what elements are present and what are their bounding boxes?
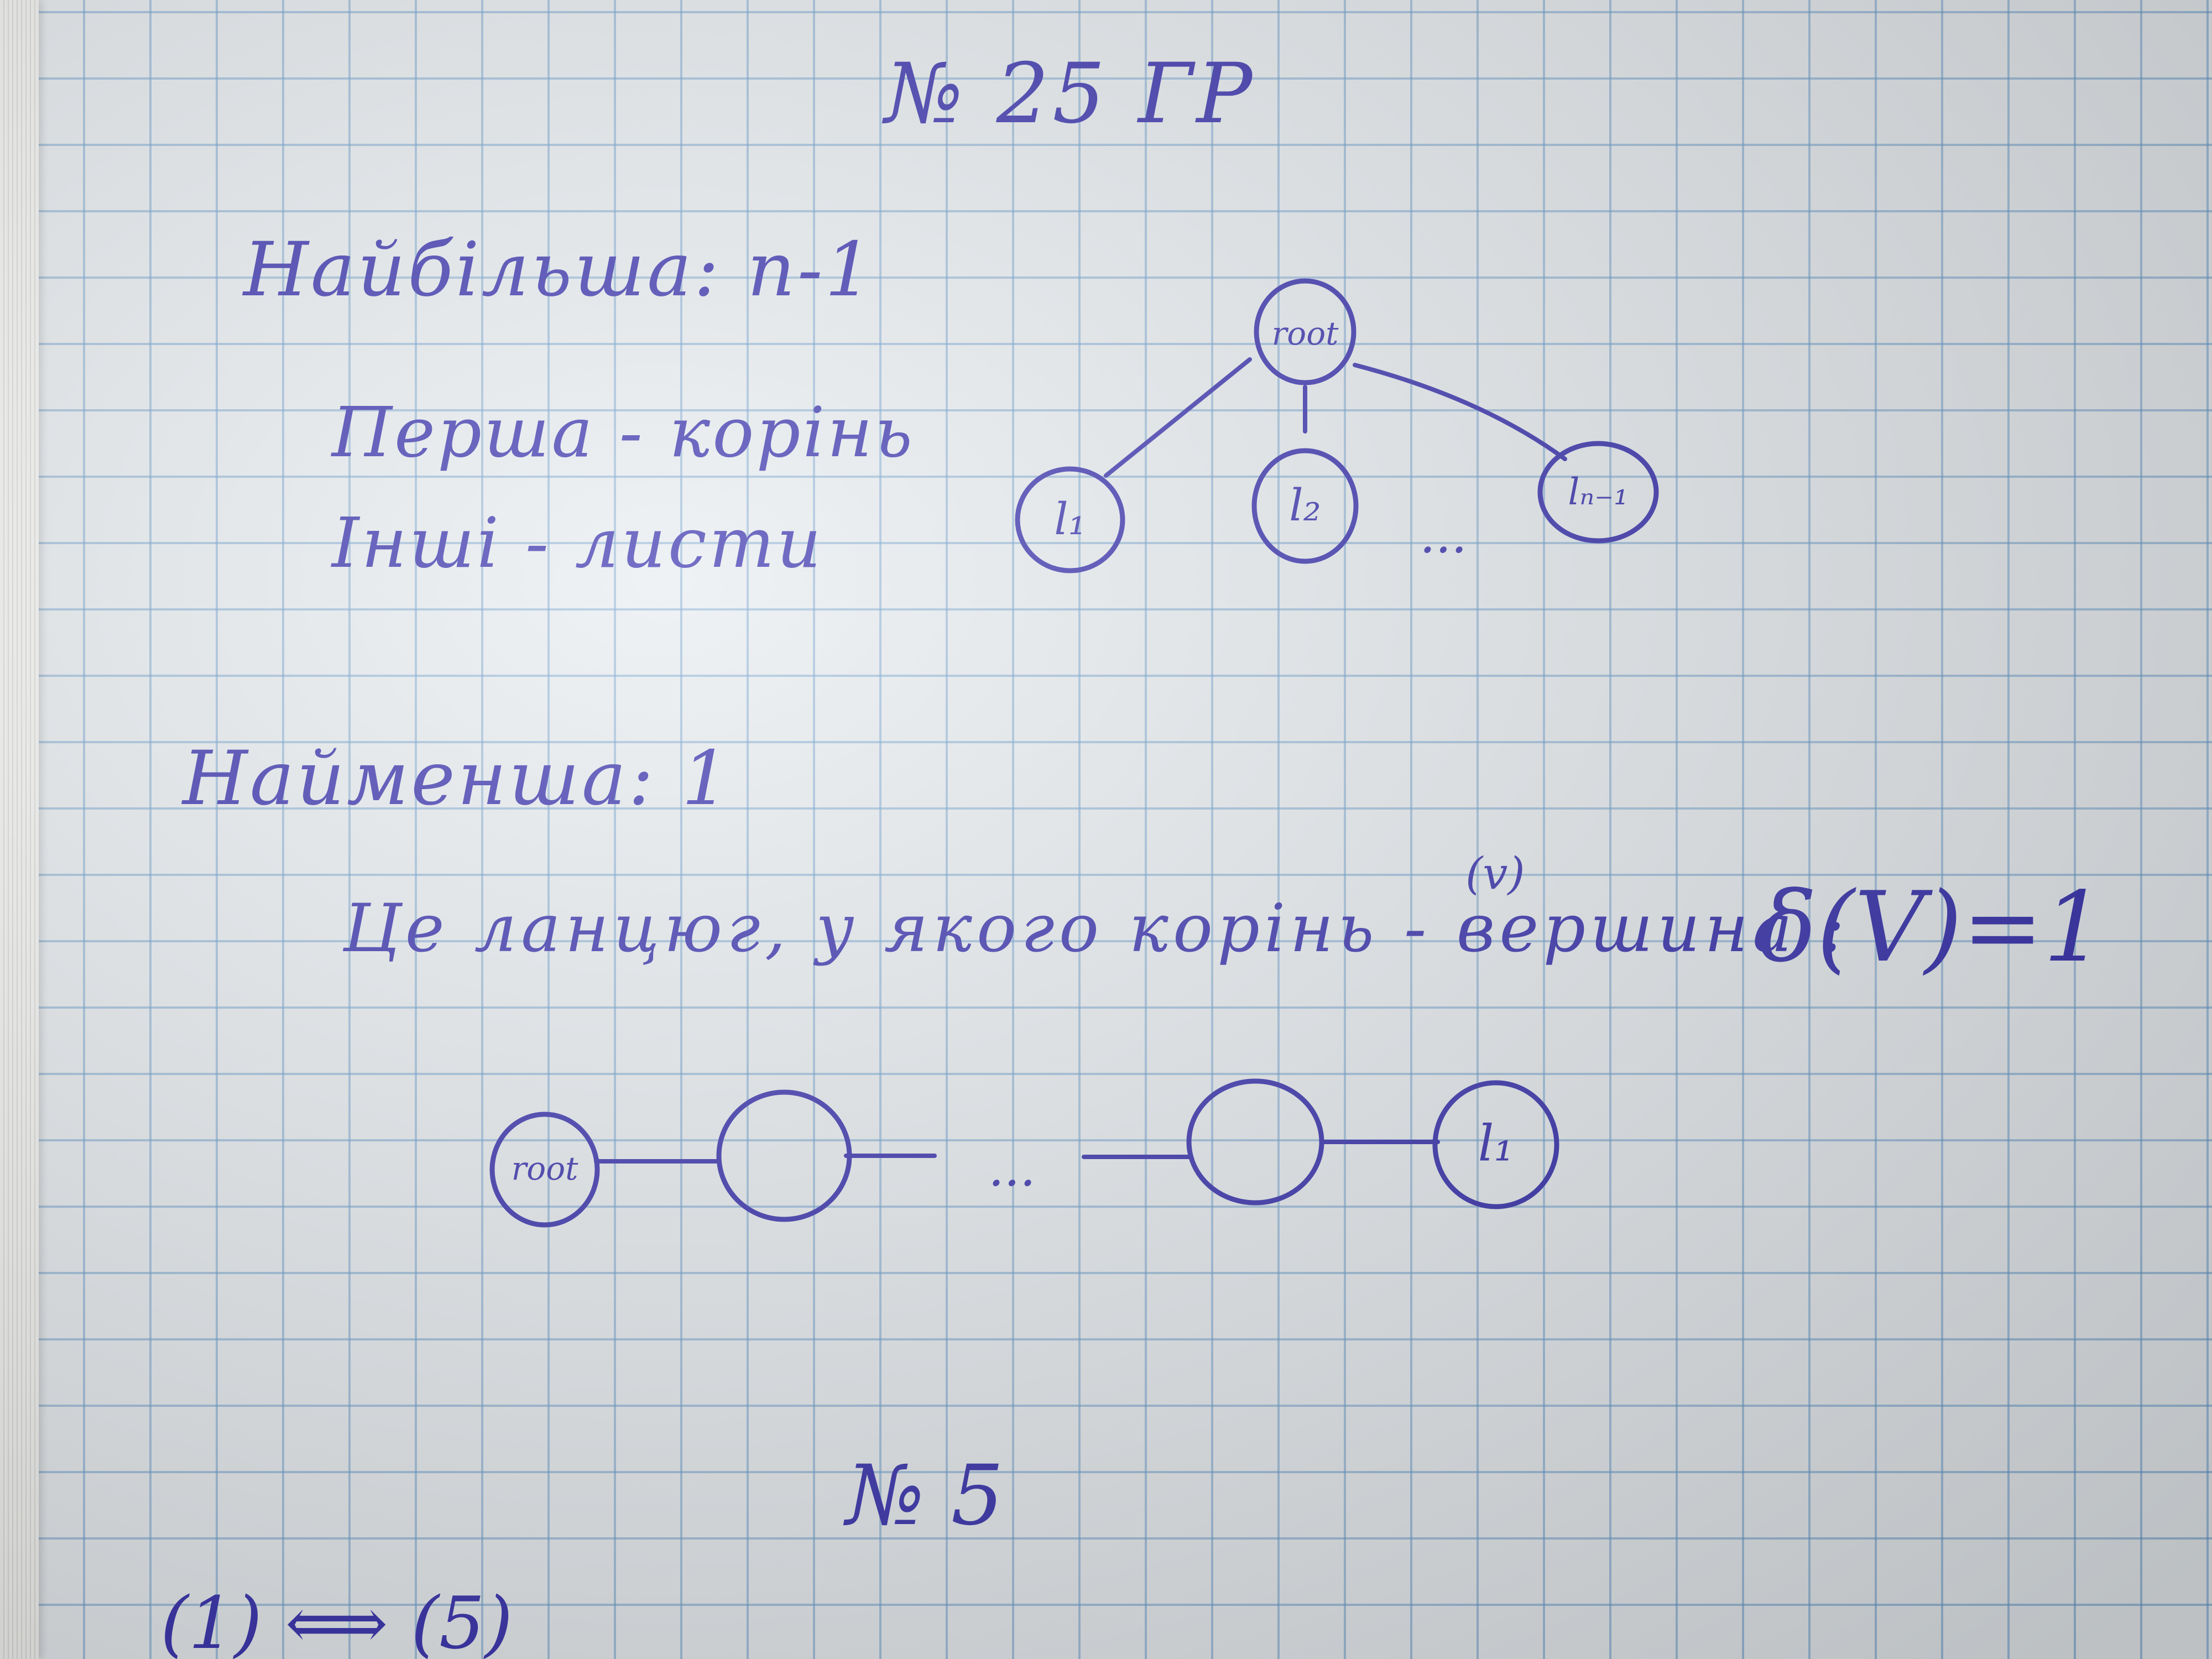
other-vertices-note: Інші - листи bbox=[332, 503, 823, 583]
chain-diagram: root ... l₁ bbox=[489, 1078, 1559, 1228]
star-root-node bbox=[1254, 278, 1357, 385]
degree-formula: δ(V)=1 bbox=[1759, 872, 2105, 984]
vertex-annotation: (v) bbox=[1465, 848, 1525, 899]
star-tree-diagram: root l₁ l₂ lₙ₋₁ ... bbox=[1015, 278, 1659, 573]
star-root-label: root bbox=[1272, 315, 1339, 352]
first-vertex-note: Перша - корінь bbox=[332, 393, 915, 473]
max-answer: Найбільша: n-1 bbox=[243, 226, 875, 313]
star-leaf-label-2: l₂ bbox=[1289, 479, 1321, 531]
chain-leaf-label: l₁ bbox=[1478, 1114, 1514, 1172]
star-leaf-node-2 bbox=[1251, 448, 1359, 564]
equivalence-statement: (1) ⟺ (5) bbox=[160, 1581, 513, 1659]
chain-node-penultimate bbox=[1186, 1078, 1324, 1206]
star-leaf-node-1 bbox=[1015, 466, 1125, 573]
chain-ellipsis: ... bbox=[988, 1139, 1036, 1197]
star-leaf-node-n1 bbox=[1537, 441, 1659, 544]
chain-description: Це ланцюг, у якого корінь - вершина : bbox=[343, 890, 1849, 967]
star-edge-ln1 bbox=[1353, 363, 1567, 461]
star-leaf-label-n1: lₙ₋₁ bbox=[1568, 471, 1628, 513]
star-edge-l1 bbox=[1104, 357, 1252, 478]
star-ellipsis: ... bbox=[1420, 506, 1467, 564]
min-answer: Найменша: 1 bbox=[182, 735, 732, 822]
chain-leaf-node bbox=[1432, 1080, 1559, 1209]
chain-node-2 bbox=[716, 1089, 852, 1222]
chain-root-node bbox=[489, 1112, 600, 1228]
star-leaf-label-1: l₁ bbox=[1054, 493, 1086, 545]
problem-5-title: № 5 bbox=[846, 1448, 1004, 1544]
problem-25-title: № 25 ГР bbox=[885, 46, 1256, 142]
notebook-page-edges bbox=[0, 0, 39, 1659]
chain-root-label: root bbox=[512, 1150, 579, 1187]
